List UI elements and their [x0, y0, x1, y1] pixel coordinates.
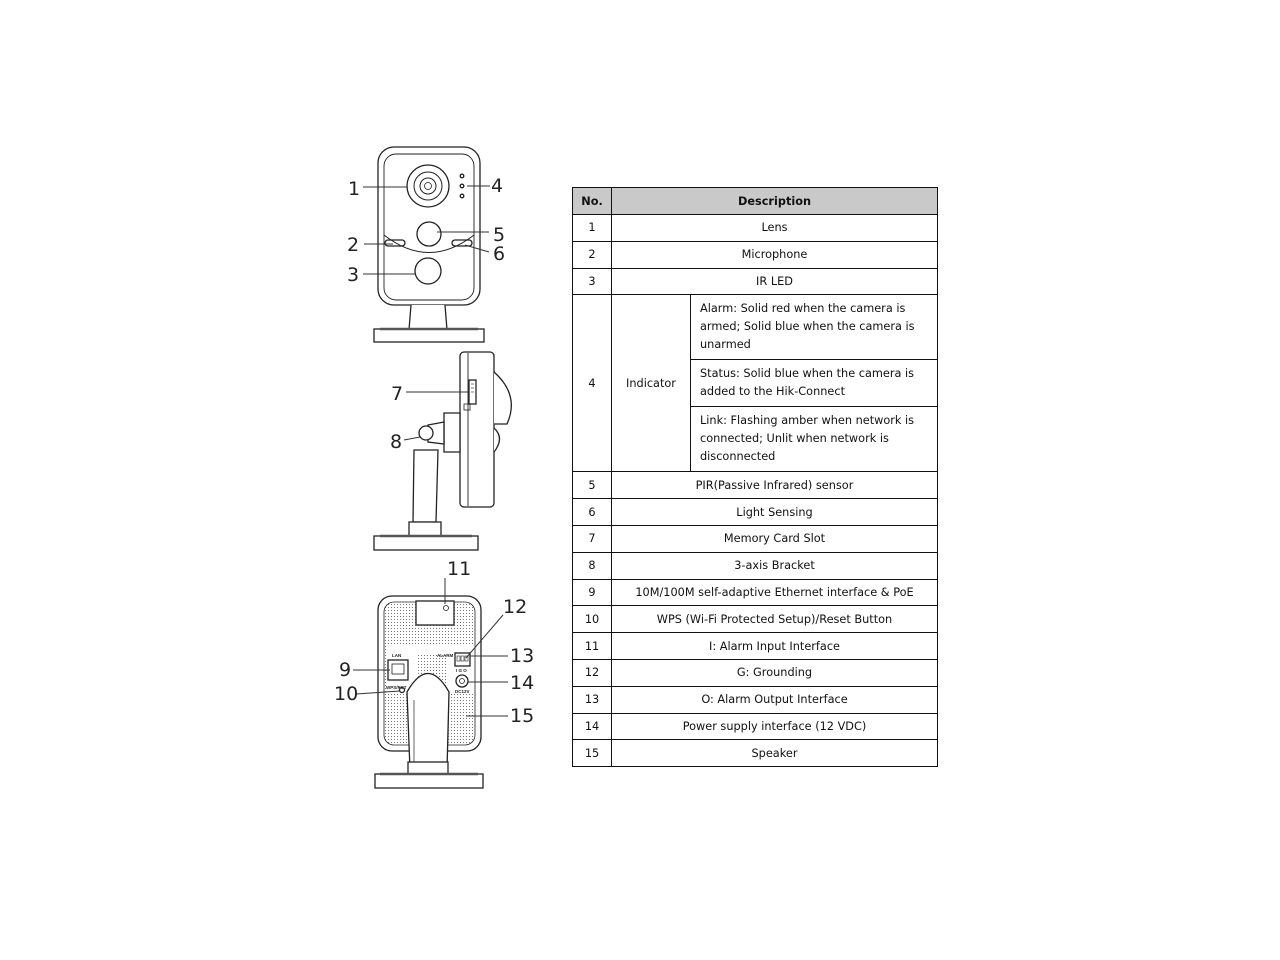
- light-sensor-icon: [451, 239, 473, 247]
- camera-diagram: LAN WPS/RST ALARM I G O DC12V 1 2 3 4 5 …: [334, 146, 534, 789]
- rear-callout-lines: [353, 578, 508, 717]
- table-row: 14 Power supply interface (12 VDC): [572, 712, 938, 741]
- pir-sensor-icon: [416, 221, 442, 247]
- microphone-icon: [384, 239, 406, 247]
- table-row: 7 Memory Card Slot: [572, 524, 938, 553]
- side-callout-lines: [403, 391, 468, 441]
- terminal-label: I G O: [456, 668, 467, 673]
- alarm-label: ALARM: [437, 653, 453, 658]
- table-row: Link: Flashing amber when network is con…: [573, 406, 938, 473]
- row-description: Memory Card Slot: [611, 524, 938, 553]
- table-row: 1 Lens: [572, 214, 938, 242]
- table-row: 5 PIR(Passive Infrared) sensor: [572, 471, 938, 500]
- callout-9: 9: [339, 659, 351, 681]
- table-row: 11 I: Alarm Input Interface: [572, 632, 938, 660]
- callout-15: 15: [510, 705, 534, 727]
- ethernet-port-icon: [387, 659, 409, 681]
- lens-icon: [406, 164, 450, 208]
- indicator-led-icon: [459, 173, 465, 179]
- indicator-alarm-detail: Alarm: Solid red when the camera is arme…: [690, 294, 938, 361]
- row-no: 11: [572, 632, 612, 660]
- dc-label: DC12V: [455, 689, 470, 694]
- callout-8: 8: [390, 431, 402, 453]
- callout-4: 4: [491, 175, 503, 197]
- ir-led-icon: [414, 257, 442, 285]
- row-no: 10: [572, 605, 612, 634]
- row-description: 3-axis Bracket: [611, 551, 938, 580]
- callout-14: 14: [510, 672, 534, 694]
- row-no: 14: [572, 712, 612, 741]
- row-description: G: Grounding: [611, 658, 938, 687]
- row-no: 6: [572, 498, 612, 526]
- callout-numbers: 1 2 3 4 5 6 7 8 9 10 11 12 13 14 15: [334, 175, 534, 727]
- row-no: 4: [572, 294, 612, 473]
- callout-2: 2: [347, 234, 359, 256]
- row-description: IR LED: [611, 267, 938, 296]
- row-no: 12: [572, 658, 612, 687]
- power-jack-icon: [455, 674, 469, 688]
- table-row: 3 IR LED: [572, 267, 938, 296]
- table-row: 8 3-axis Bracket: [572, 551, 938, 580]
- table-row: 13 O: Alarm Output Interface: [572, 685, 938, 714]
- callout-5: 5: [493, 224, 505, 246]
- row-description: PIR(Passive Infrared) sensor: [611, 471, 938, 500]
- row-description: Lens: [611, 214, 938, 242]
- row-description: O: Alarm Output Interface: [611, 685, 938, 714]
- row-description: WPS (Wi-Fi Protected Setup)/Reset Button: [611, 605, 938, 634]
- table-row: 9 10M/100M self-adaptive Ethernet interf…: [572, 578, 938, 607]
- row-no: 7: [572, 524, 612, 553]
- table-row: 6 Light Sensing: [572, 498, 938, 526]
- callout-12: 12: [503, 596, 527, 618]
- table-row: 2 Microphone: [572, 240, 938, 269]
- bracket-joint-icon: [418, 425, 434, 441]
- row-description: Speaker: [611, 739, 938, 768]
- component-table: No. Description 1 Lens 2 Microphone 3 IR…: [572, 187, 938, 768]
- camera-side-view: [373, 351, 512, 551]
- row-no: 2: [572, 240, 612, 269]
- row-description: Indicator: [611, 294, 691, 473]
- row-no: 5: [572, 471, 612, 500]
- callout-11: 11: [447, 558, 471, 580]
- row-no: 3: [572, 267, 612, 296]
- table-header-row: No. Description: [572, 187, 938, 215]
- header-no: No.: [572, 187, 612, 215]
- callout-6: 6: [493, 243, 505, 265]
- callout-7: 7: [391, 383, 403, 405]
- row-description: 10M/100M self-adaptive Ethernet interfac…: [611, 578, 938, 607]
- camera-rear-view: [374, 595, 484, 789]
- indicator-status-detail: Status: Solid blue when the camera is ad…: [690, 359, 938, 408]
- row-description: I: Alarm Input Interface: [611, 632, 938, 660]
- row-no: 15: [572, 739, 612, 768]
- row-description: Microphone: [611, 240, 938, 269]
- row-description: Power supply interface (12 VDC): [611, 712, 938, 741]
- table-row: 12 G: Grounding: [572, 658, 938, 687]
- callout-13: 13: [510, 645, 534, 667]
- row-no: 8: [572, 551, 612, 580]
- front-callout-lines: [363, 185, 490, 275]
- table-row: 10 WPS (Wi-Fi Protected Setup)/Reset But…: [572, 605, 938, 634]
- row-no: 1: [572, 214, 612, 242]
- table-row: 15 Speaker: [572, 739, 938, 768]
- callout-1: 1: [348, 178, 360, 200]
- row-description: Light Sensing: [611, 498, 938, 526]
- wps-reset-button-icon: [398, 686, 406, 694]
- row-no: 13: [572, 685, 612, 714]
- row-no: 9: [572, 578, 612, 607]
- callout-3: 3: [347, 264, 359, 286]
- callout-10: 10: [334, 683, 358, 705]
- lan-port-label: LAN: [392, 653, 401, 658]
- wps-label: WPS/RST: [386, 685, 407, 690]
- indicator-link-detail: Link: Flashing amber when network is con…: [690, 406, 938, 473]
- table-row: 4 Indicator Alarm: Solid red when the ca…: [572, 294, 938, 473]
- rear-port-labels: LAN WPS/RST ALARM I G O DC12V: [386, 653, 470, 694]
- header-description: Description: [611, 187, 938, 215]
